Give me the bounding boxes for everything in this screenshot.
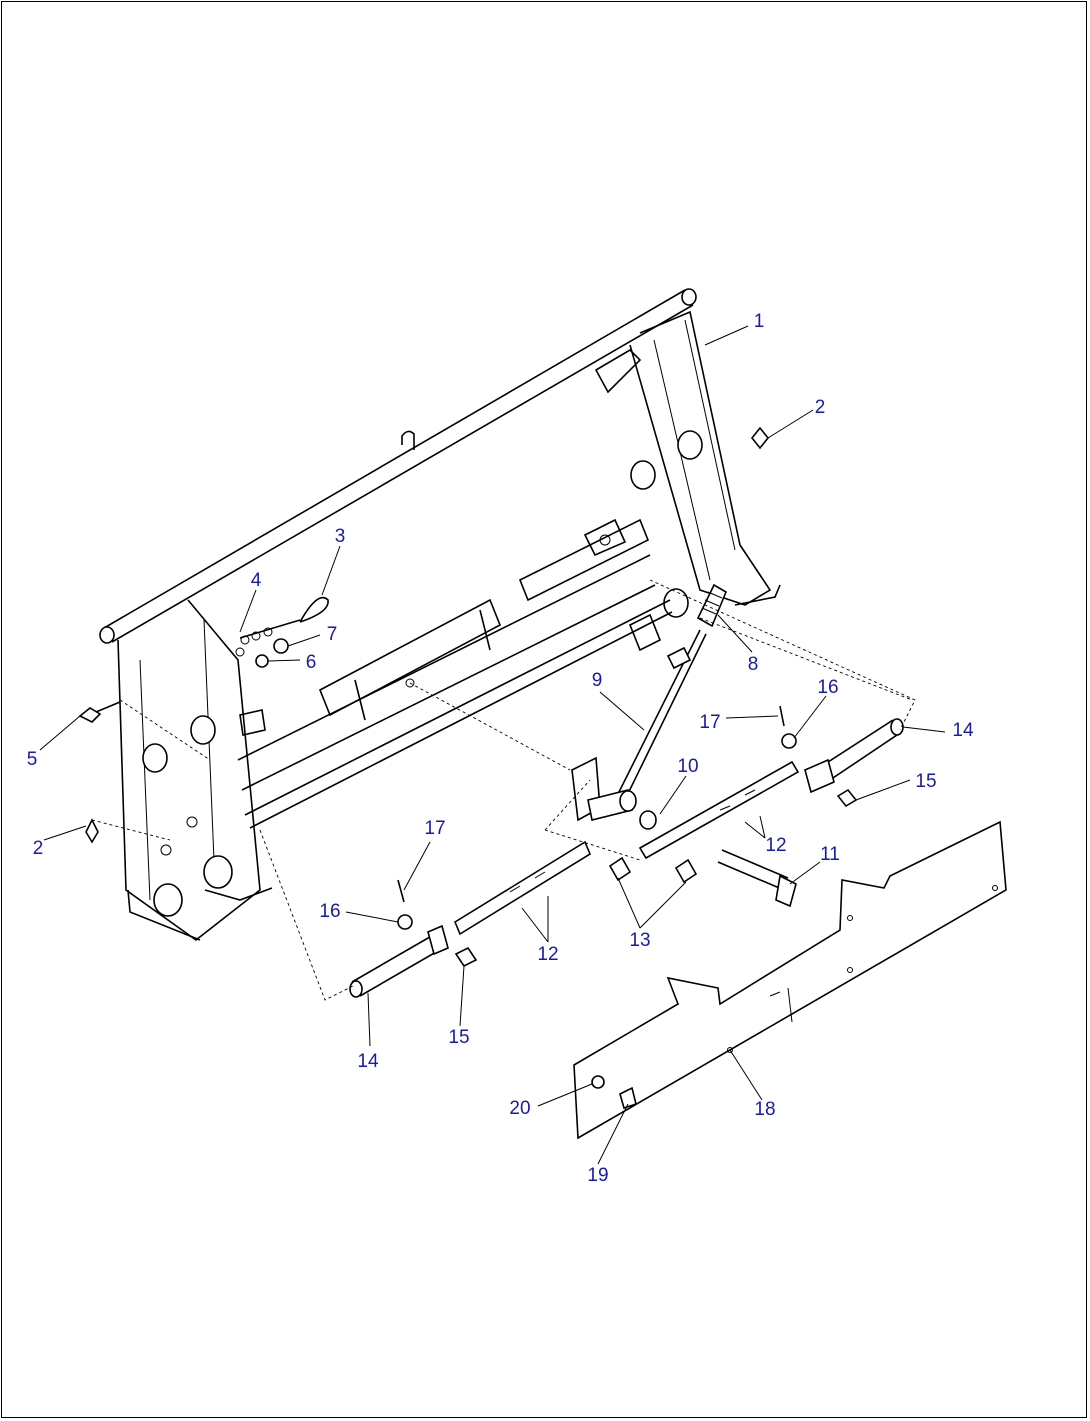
callout-11: 11	[820, 844, 840, 865]
callout-12-right: 12	[765, 835, 786, 856]
callout-3: 3	[335, 526, 346, 547]
callout-2-left: 2	[33, 838, 44, 859]
callout-12-left: 12	[537, 944, 558, 965]
callout-1: 1	[754, 311, 765, 332]
callout-14-right: 14	[952, 720, 974, 741]
callout-14-left: 14	[357, 1051, 379, 1072]
callout-8: 8	[748, 654, 759, 675]
callout-13: 13	[629, 930, 650, 951]
callout-9: 9	[592, 670, 603, 691]
callout-2-right: 2	[815, 397, 826, 418]
callout-15-left: 15	[448, 1027, 469, 1048]
callout-10: 10	[677, 756, 698, 777]
main-frame	[99, 288, 781, 941]
lock-rods	[349, 705, 904, 998]
callout-16-left: 16	[319, 901, 340, 922]
callout-18: 18	[754, 1099, 775, 1120]
callout-19: 19	[587, 1165, 608, 1186]
callout-5: 5	[27, 749, 38, 770]
frame-hardware	[78, 426, 770, 844]
callout-4: 4	[251, 570, 262, 591]
callout-15-right: 15	[915, 771, 936, 792]
cover-plate	[573, 820, 1007, 1140]
callout-6: 6	[306, 652, 317, 673]
callout-labels: 1 2 2 3 4 5 6 7 8 9 10 11 12 12 13 14 14…	[27, 311, 974, 1186]
lever-assembly	[571, 629, 797, 908]
callout-17-left: 17	[424, 818, 445, 839]
callout-16-right: 16	[817, 677, 838, 698]
callout-7: 7	[327, 624, 338, 645]
leader-lines	[39, 325, 946, 1165]
phantom-lines	[91, 579, 916, 1001]
callout-17-right: 17	[699, 712, 720, 733]
callout-20: 20	[509, 1098, 530, 1119]
